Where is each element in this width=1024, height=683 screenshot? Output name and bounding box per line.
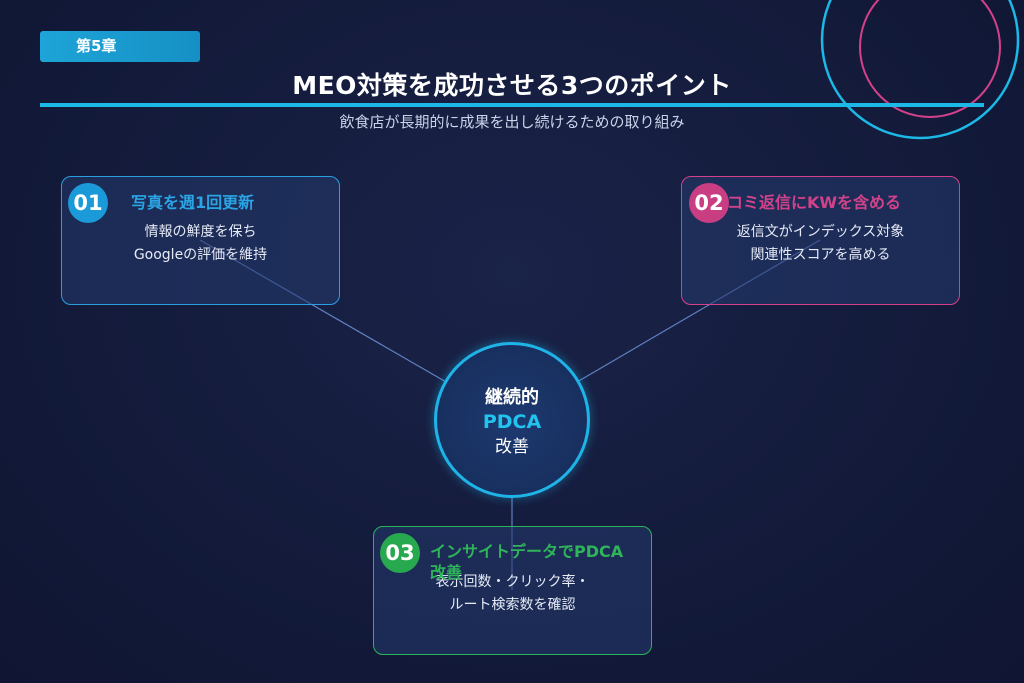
point-02-body-line2: 関連性スコアを高める	[750, 247, 891, 263]
page-subtitle: 飲食店が長期的に成果を出し続けるための取り組み	[339, 113, 685, 131]
outer-ring	[820, 0, 1020, 140]
hub-line2: PDCA	[482, 411, 542, 433]
point-01-body-line1: 情報の鮮度を保ち	[144, 224, 257, 240]
point-02-body-line1: 返信文がインデックス対象	[736, 224, 905, 240]
point-01-title: 写真を週1回更新	[131, 193, 255, 212]
hub-line1: 継続的	[485, 387, 539, 408]
chapter-tag: 第5章	[40, 31, 200, 62]
inner-ring	[859, 0, 1001, 118]
point-card-02	[681, 176, 960, 305]
point-03-title: インサイトデータでPDCA改善	[430, 542, 624, 582]
point-02-number-badge: 02	[689, 183, 729, 223]
point-03-body-line1: 表示回数・クリック率・	[435, 574, 590, 590]
point-card-01	[61, 176, 340, 305]
point-03-number-badge: 03	[380, 533, 420, 573]
point-01-body: 情報の鮮度を保ち Googleの評価を維持	[61, 221, 340, 267]
pdca-hub-label: 継続的 PDCA 改善	[434, 385, 590, 460]
point-01-body-line2: Googleの評価を維持	[133, 247, 268, 263]
point-02-title: 口コミ返信にKWを含める	[711, 193, 902, 212]
hub-line3: 改善	[495, 437, 529, 457]
point-card-03	[373, 526, 652, 655]
page-title: MEO対策を成功させる3つのポイント	[292, 71, 732, 100]
title-underline	[40, 103, 984, 107]
point-01-number-badge: 01	[68, 183, 108, 223]
point-03-body-line2: ルート検索数を確認	[449, 597, 576, 613]
point-03-body: 表示回数・クリック率・ ルート検索数を確認	[373, 571, 652, 617]
pdca-hub-circle	[434, 342, 590, 498]
point-02-body: 返信文がインデックス対象 関連性スコアを高める	[681, 221, 960, 267]
